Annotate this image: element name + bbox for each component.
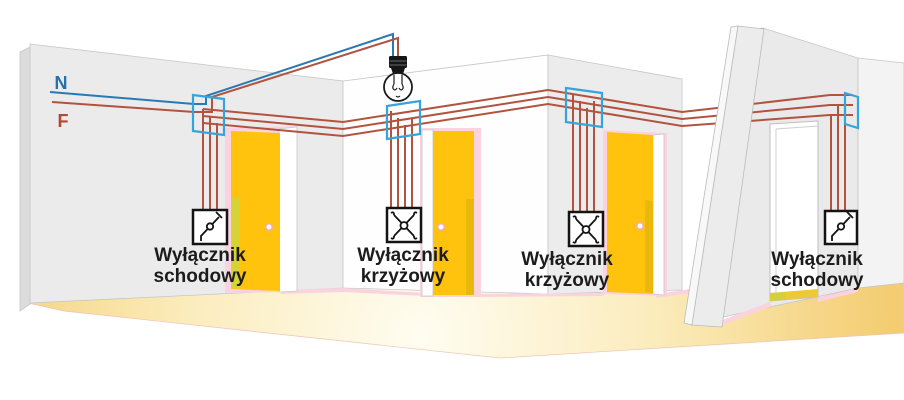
phase-wire-to-bulb [51,36,399,113]
open-doorway [769,120,819,302]
partition-door [683,25,765,328]
cross-switch-icon [572,215,600,244]
door-1-jamb [278,126,298,293]
door-knob-icon [265,223,273,231]
phase-wire-label: F [58,111,69,131]
switch-3-label-line-2: krzyżowy [525,270,610,291]
switch-box-2 [385,206,423,244]
door-1 [225,126,298,293]
cross-switch-icon [390,211,418,240]
stair-switch-icon [200,211,223,241]
switch-1-drop-wires [202,109,218,211]
door-3-panel [607,132,653,294]
switch-4-label-line-2: schodowy [771,270,864,291]
traveler-wire-3 [202,102,853,138]
junction-box-4 [843,91,860,130]
light-bulb-icon [383,56,413,102]
switch-2-label-line-1: Wyłącznik [357,245,449,266]
door-1-panel [231,131,280,291]
wall-right-return [857,57,904,289]
door-knob-icon [437,223,445,231]
stair-switch-icon [831,211,854,241]
switch-1-label-line-2: schodowy [154,266,247,287]
traveler-wire-2 [202,95,853,131]
phase-wires [51,36,853,213]
junction-box-2 [385,99,422,141]
switch-1-label-line-1: Wyłącznik [154,245,246,266]
door-2-panel [433,131,474,295]
junction-boxes [191,86,860,141]
door-2 [420,128,481,297]
switches [191,206,859,248]
switch-2-label-line-2: krzyżowy [361,266,446,287]
neutral-wire [49,32,394,105]
door-3-jamb [652,133,665,296]
wall-left-edge [19,46,31,312]
neutral-wire-label: N [55,73,68,93]
door-2-shade [466,199,474,295]
junction-box-1 [191,93,226,137]
door-knob-icon [636,222,644,230]
switch-2-drop-wires [390,111,413,209]
switch-4-label-line-1: Wyłącznik [771,249,863,270]
door-1-shade [231,197,240,289]
switch-3-label-line-1: Wyłącznik [521,249,613,270]
traveler-wire-1 [202,88,853,124]
door-3 [603,130,667,296]
door-3-shade [645,200,653,293]
switch-3-drop-wires [572,94,595,213]
junction-box-3 [564,86,604,129]
